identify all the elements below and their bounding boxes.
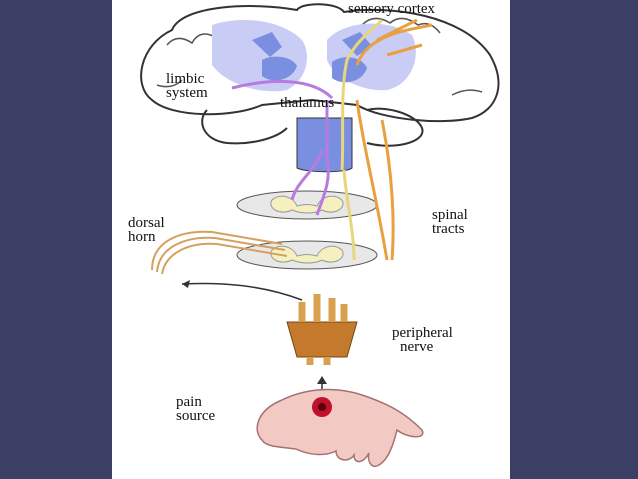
upper-grey-matter	[270, 195, 344, 214]
label-sensory-cortex: sensory cortex	[348, 1, 436, 17]
label-limbic-line1: limbic	[166, 71, 205, 87]
pain-pathway-diagram	[140, 3, 500, 467]
lower-grey-matter	[270, 245, 344, 264]
ascending-arrowhead	[182, 280, 190, 288]
label-pain-line1: pain	[176, 394, 202, 410]
brain-gyri	[156, 17, 483, 96]
label-pain-line2: source	[176, 408, 216, 424]
hand	[256, 388, 424, 467]
pathway-orange	[355, 18, 433, 261]
label-spinal-line2: tracts	[432, 221, 465, 237]
pathway-purple	[231, 80, 334, 216]
ascending-arrow	[181, 282, 303, 301]
pain-wound-center	[318, 403, 326, 411]
label-spinal-line1: spinal	[432, 207, 468, 223]
brain-basal-structures	[252, 32, 372, 83]
thalamus-brainstem	[296, 117, 353, 173]
peripheral-nerve-fibers	[298, 294, 348, 365]
dorsal-horn-fibers	[151, 230, 288, 275]
label-thalamus: thalamus	[280, 95, 335, 111]
label-peripheral-line1: peripheral	[392, 325, 453, 341]
peripheral-nerve-bundle	[286, 321, 358, 358]
cerebellum-outline	[201, 107, 424, 147]
label-dorsal-line2: horn	[128, 229, 156, 245]
label-peripheral-line2: nerve	[400, 339, 434, 355]
label-limbic-line2: system	[166, 85, 208, 101]
pathway-yellow	[340, 18, 384, 261]
label-dorsal-line1: dorsal	[128, 215, 165, 231]
pain-signal-arrowhead	[317, 376, 327, 384]
